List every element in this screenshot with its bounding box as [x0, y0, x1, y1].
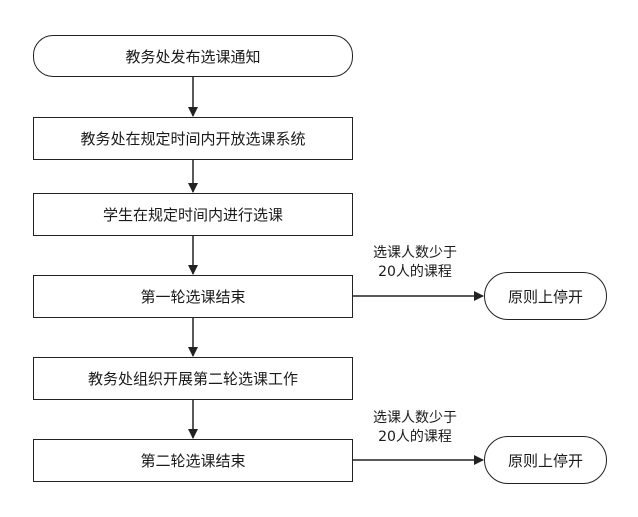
organize-round2-node: 教务处组织开展第二轮选课工作	[33, 357, 353, 400]
round2-end-node: 第二轮选课结束	[33, 439, 353, 482]
condition-label-1: 选课人数少于 20人的课程	[360, 244, 470, 282]
condition-label-2-line2: 20人的课程	[378, 429, 452, 445]
start-node: 教务处发布选课通知	[33, 35, 353, 77]
condition-label-2-line1: 选课人数少于	[373, 410, 457, 426]
round1-end-node: 第一轮选课结束	[33, 275, 353, 318]
student-select-node: 学生在规定时间内进行选课	[33, 193, 353, 236]
condition-label-1-line1: 选课人数少于	[373, 245, 457, 261]
condition-label-1-line2: 20人的课程	[378, 264, 452, 280]
open-system-node: 教务处在规定时间内开放选课系统	[33, 117, 353, 160]
stop-node-2: 原则上停开	[484, 436, 607, 484]
stop-node-1: 原则上停开	[484, 272, 607, 320]
condition-label-2: 选课人数少于 20人的课程	[360, 409, 470, 447]
